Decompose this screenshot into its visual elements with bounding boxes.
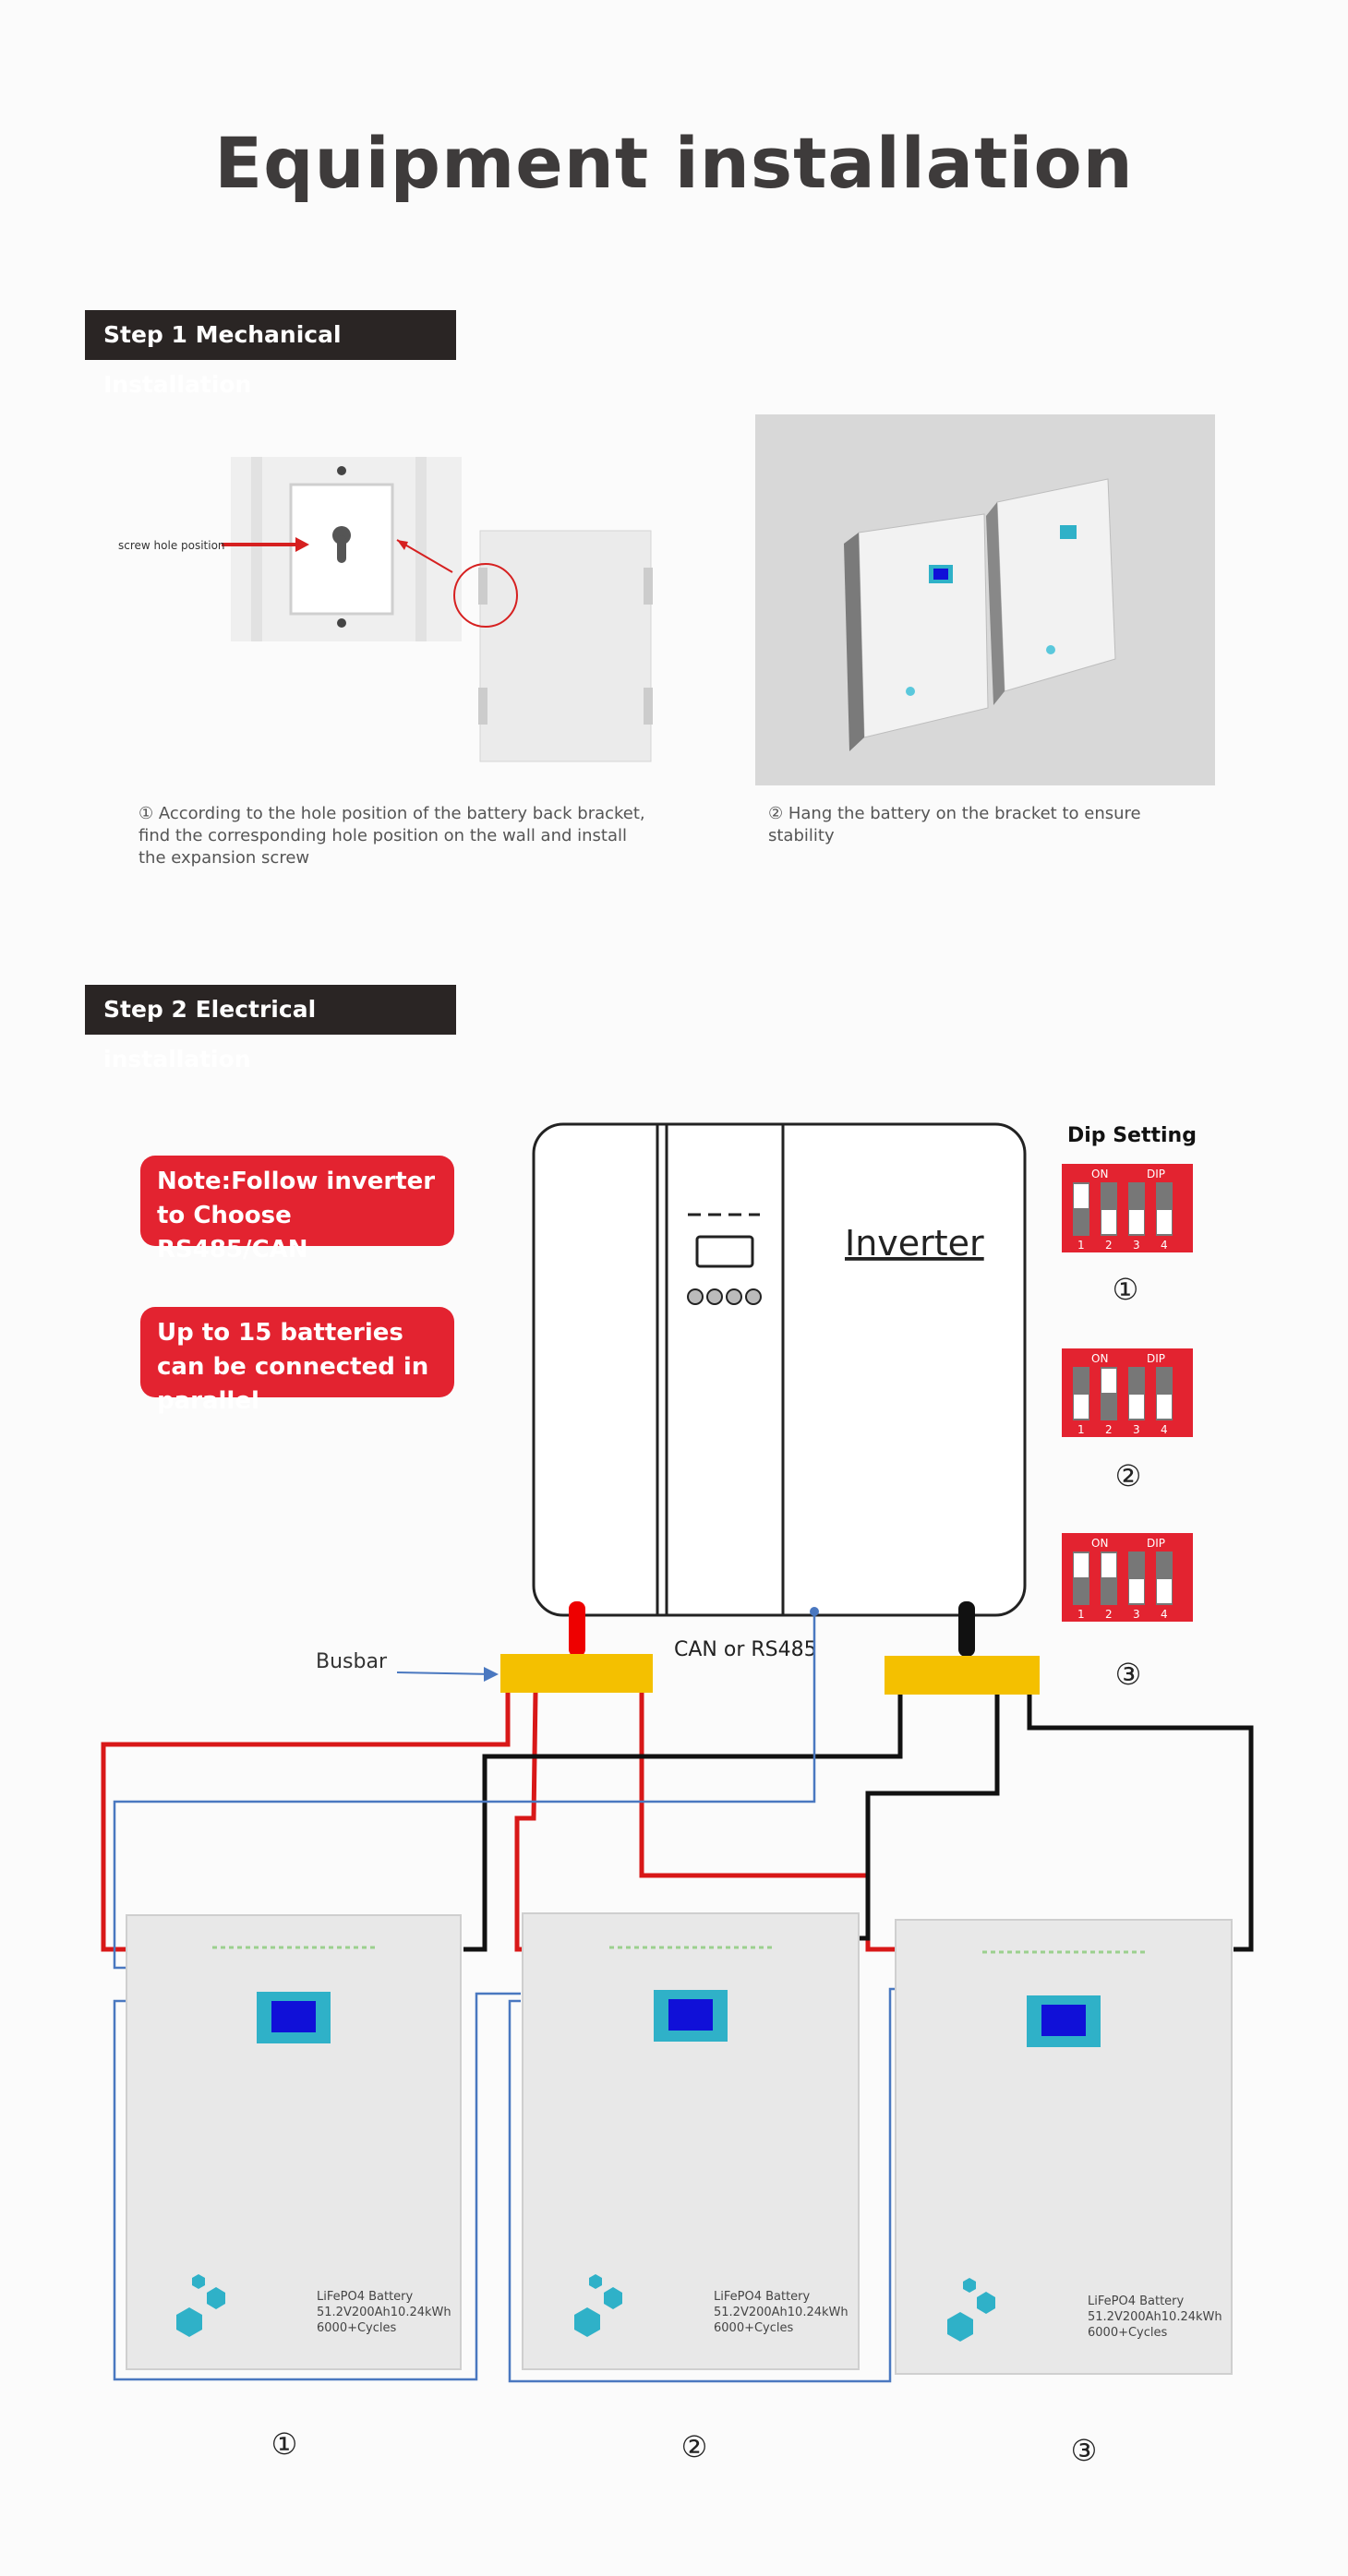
dip-on-label: ON xyxy=(1091,1168,1108,1180)
dip-knob xyxy=(1129,1579,1144,1603)
dip-number-1: ① xyxy=(1112,1272,1139,1307)
positive-busbar xyxy=(500,1654,653,1693)
negative-busbar xyxy=(885,1656,1040,1695)
dip-position-label: 4 xyxy=(1161,1423,1168,1436)
bracket-illustration: screw hole position xyxy=(118,457,653,762)
dip-position-label: 3 xyxy=(1133,1423,1140,1436)
dip-number-2: ② xyxy=(1114,1458,1142,1493)
battery-2-chem: LiFePO4 Battery xyxy=(714,2290,811,2304)
battery-number-2: ② xyxy=(680,2429,708,2464)
dip-dip-label: DIP xyxy=(1147,1352,1165,1365)
dip-position-label: 2 xyxy=(1105,1423,1113,1436)
dip-knob xyxy=(1157,1579,1172,1603)
battery-1: LiFePO4 Battery 51.2V200Ah10.24kWh 6000+… xyxy=(126,1914,462,2370)
dip-knob xyxy=(1129,1210,1144,1234)
dip-knob xyxy=(1074,1553,1089,1577)
battery-1-chem: LiFePO4 Battery xyxy=(317,2290,414,2304)
dip-switch-1: ON DIP 1 2 3 4 xyxy=(1062,1164,1193,1252)
dip-position-label: 4 xyxy=(1161,1608,1168,1621)
battery-2-cycles: 6000+Cycles xyxy=(714,2321,794,2335)
dip-knob xyxy=(1101,1210,1116,1234)
battery-1-cycles: 6000+Cycles xyxy=(317,2321,397,2335)
battery-3-chem: LiFePO4 Battery xyxy=(1088,2294,1185,2308)
dip-position-label: 2 xyxy=(1105,1608,1113,1621)
dip-on-label: ON xyxy=(1091,1537,1108,1550)
dip-setting-title: Dip Setting xyxy=(1067,1124,1197,1147)
dip-position-label: 4 xyxy=(1161,1239,1168,1252)
dip-knob xyxy=(1074,1184,1089,1208)
dip-knob xyxy=(1157,1210,1172,1234)
dip-knob xyxy=(1074,1395,1089,1419)
dip-position-label: 1 xyxy=(1077,1608,1085,1621)
dip-number-3: ③ xyxy=(1114,1657,1142,1692)
battery-3: LiFePO4 Battery 51.2V200Ah10.24kWh 6000+… xyxy=(895,1919,1233,2375)
dip-switch-3: ON DIP 1 2 3 4 xyxy=(1062,1533,1193,1622)
battery-number-1: ① xyxy=(271,2426,298,2462)
battery-2: LiFePO4 Battery 51.2V200Ah10.24kWh 6000+… xyxy=(522,1912,860,2370)
dip-knob xyxy=(1157,1395,1172,1419)
screw-hole-label: screw hole position xyxy=(118,539,225,552)
battery-1-spec: 51.2V200Ah10.24kWh xyxy=(317,2306,451,2319)
step2-heading: Step 2 Electrical installation xyxy=(85,985,456,1072)
inverter-label: Inverter xyxy=(845,1223,984,1264)
dip-position-label: 1 xyxy=(1077,1423,1085,1436)
dip-knob xyxy=(1101,1553,1116,1577)
battery-3-spec: 51.2V200Ah10.24kWh xyxy=(1088,2310,1222,2324)
dip-position-label: 1 xyxy=(1077,1239,1085,1252)
dip-dip-label: DIP xyxy=(1147,1537,1165,1550)
hanging-batteries-photo xyxy=(755,414,1215,785)
note-rs485-can: Note:Follow inverter to Choose RS485/CAN xyxy=(140,1156,454,1264)
dip-position-label: 3 xyxy=(1133,1239,1140,1252)
note-parallel-limit: Up to 15 batteries can be connected in p… xyxy=(140,1307,454,1415)
wiring-diagram: Inverter Busbar CAN or RS485 LiFePO4 Bat xyxy=(101,1122,1254,2383)
battery-2-spec: 51.2V200Ah10.24kWh xyxy=(714,2306,849,2319)
dip-knob xyxy=(1129,1395,1144,1419)
dip-dip-label: DIP xyxy=(1147,1168,1165,1180)
dip-position-label: 3 xyxy=(1133,1608,1140,1621)
battery-3-cycles: 6000+Cycles xyxy=(1088,2326,1168,2340)
battery-back-bracket xyxy=(479,530,652,762)
dip-knob xyxy=(1101,1369,1116,1393)
inverter: Inverter xyxy=(532,1122,1027,1617)
busbar-label: Busbar xyxy=(316,1650,388,1673)
dip-position-label: 2 xyxy=(1105,1239,1113,1252)
caption-mount-bracket: ① According to the hole position of the … xyxy=(138,804,645,868)
dip-switch-2: ON DIP 1 2 3 4 xyxy=(1062,1348,1193,1437)
can-rs485-label: CAN or RS485 xyxy=(674,1638,817,1661)
dip-on-label: ON xyxy=(1091,1352,1108,1365)
step1-heading: Step 1 Mechanical Installation xyxy=(85,310,456,398)
page-title: Equipment installation xyxy=(214,122,1134,204)
caption-hang-battery: ② Hang the battery on the bracket to ens… xyxy=(768,804,1141,845)
battery-number-3: ③ xyxy=(1070,2433,1098,2468)
